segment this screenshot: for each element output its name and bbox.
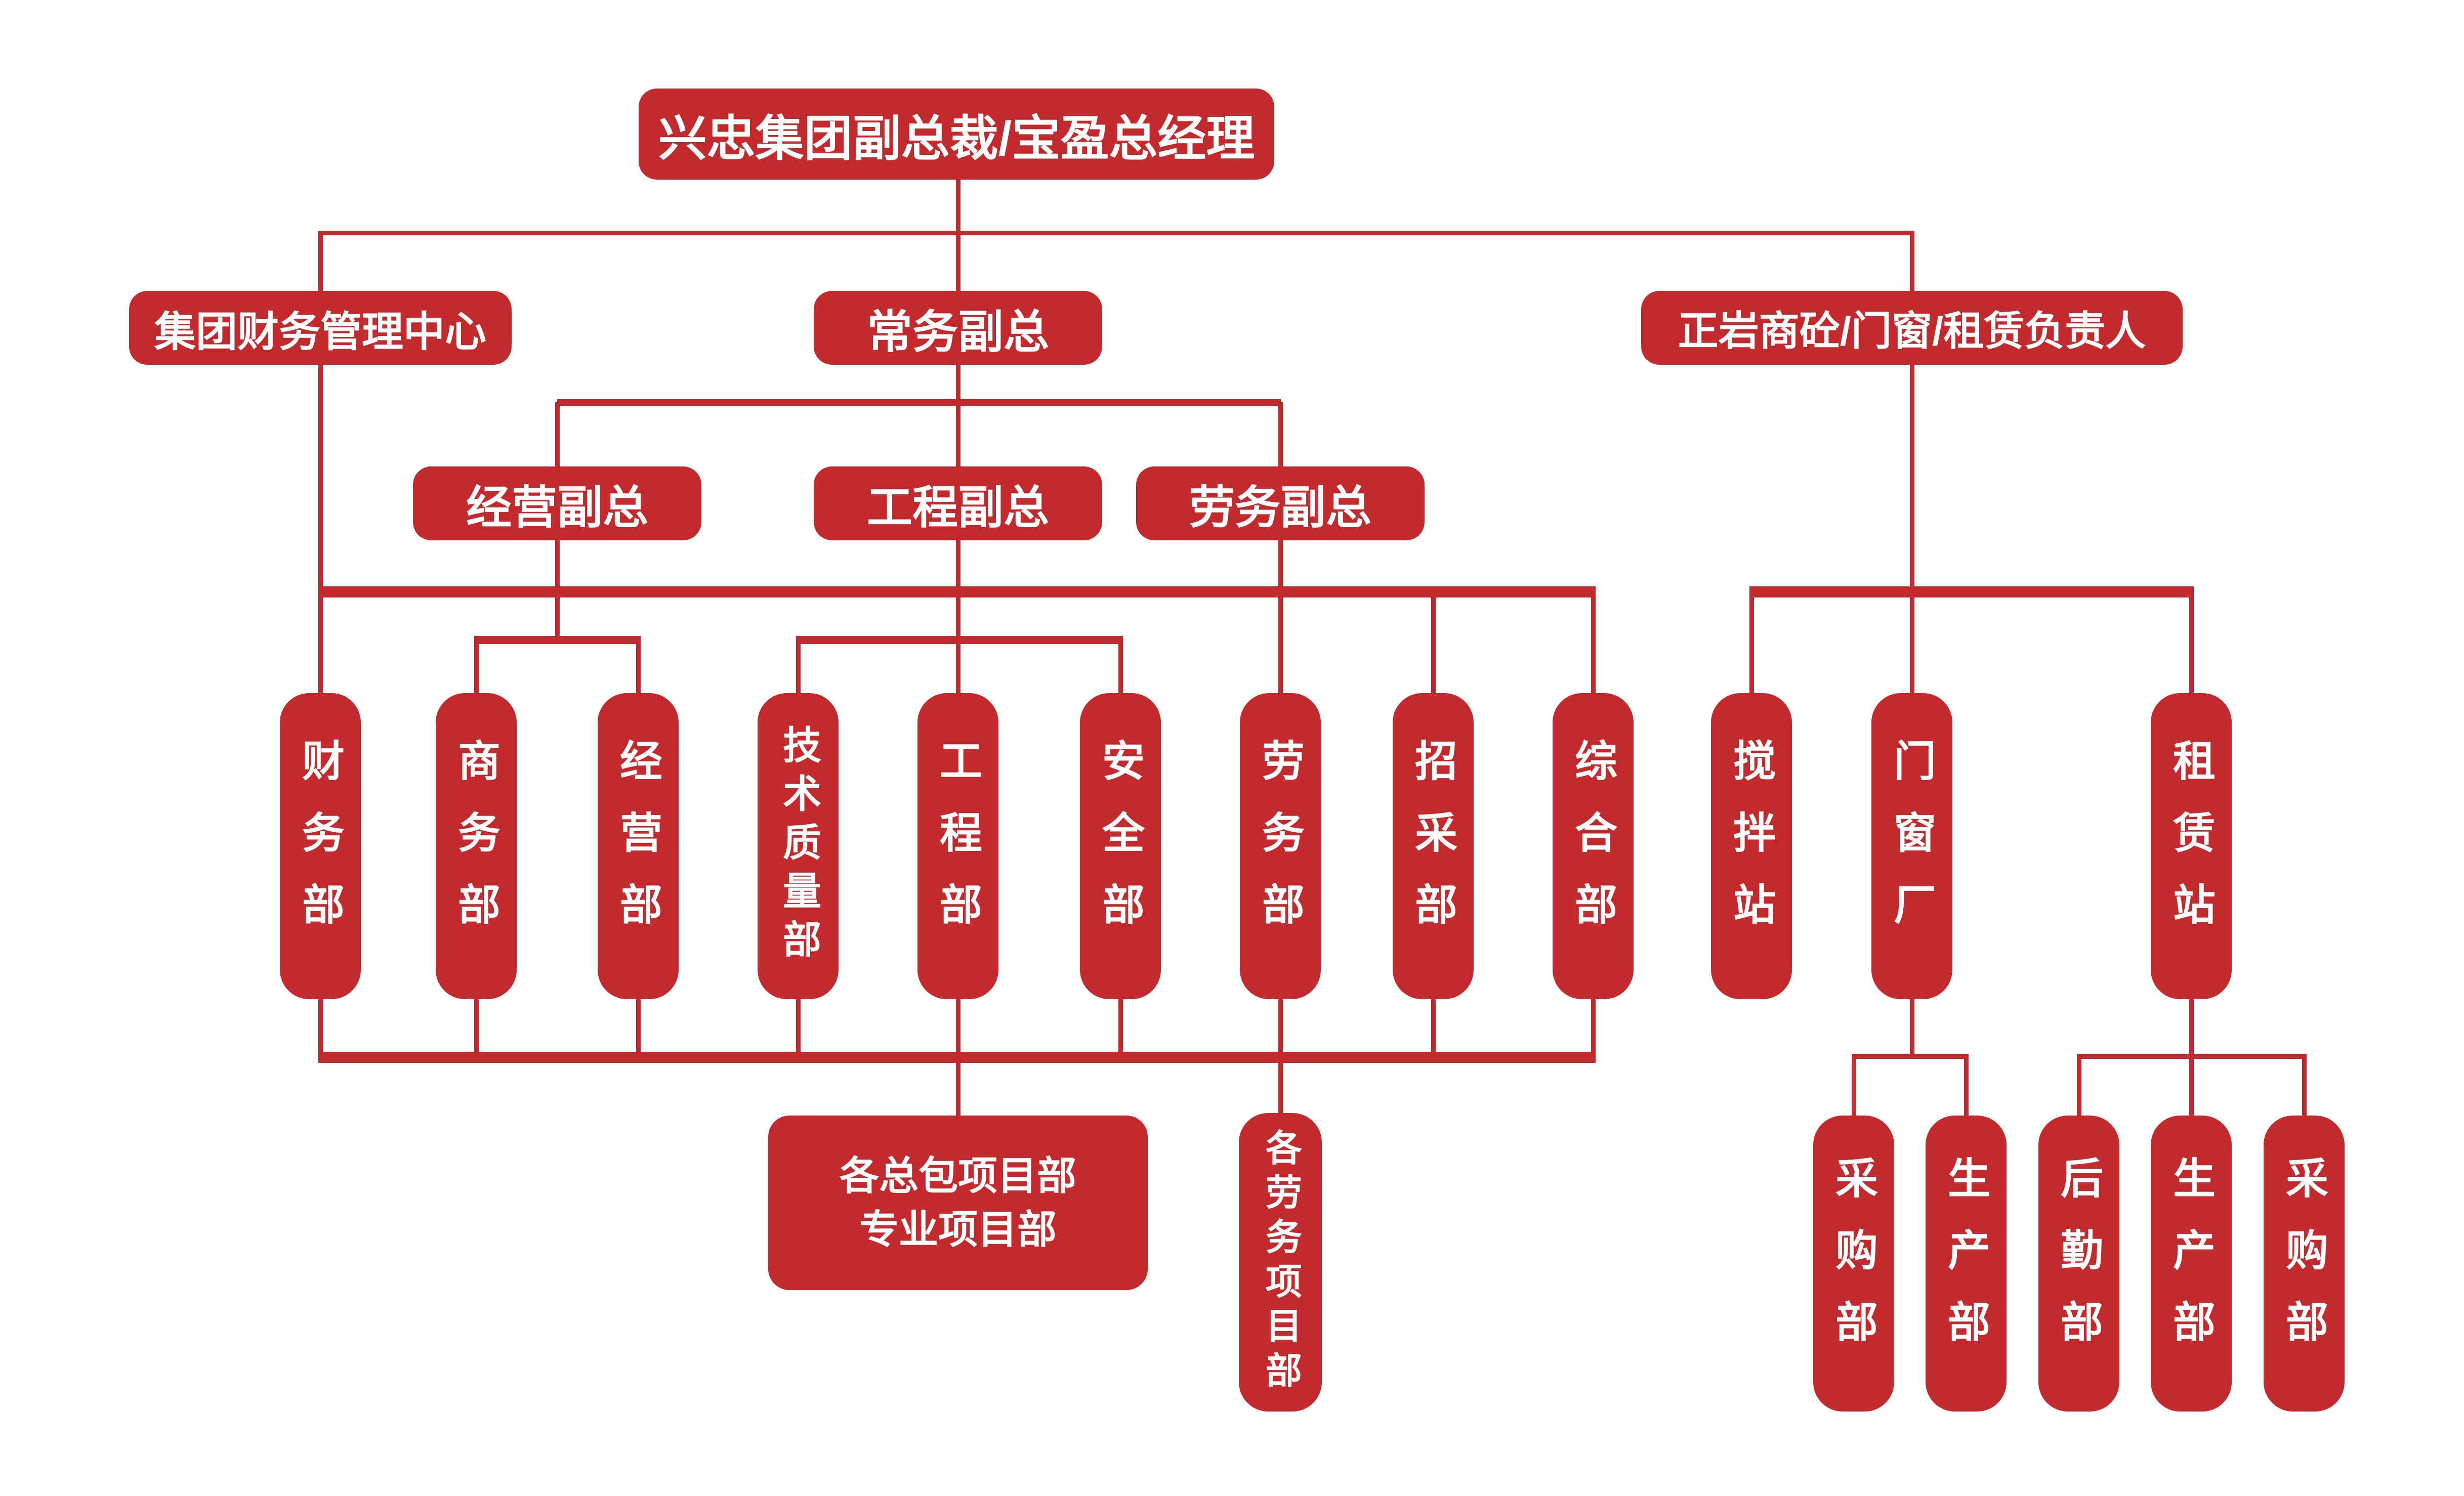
connector-drop-safety-dept (1118, 640, 1123, 693)
connector-drop-techquality-dept (796, 640, 801, 693)
connector-drop-operations-dept (636, 640, 641, 693)
connector-drop-opsvp (555, 402, 560, 466)
node-zl-logistics-dept-label: 后勤部 (2055, 1156, 2103, 1372)
connector-stem-finance-dept-bottom (318, 999, 323, 1057)
connector-stem-procurement-dept-bottom (1431, 999, 1436, 1057)
connector-finance-center-to-bus (318, 364, 323, 592)
connector-stem-techquality-dept-bottom (796, 999, 801, 1057)
connector-drop-finance-center (318, 231, 323, 291)
connector-drop-procurement-dept (1431, 592, 1436, 693)
connector-stem-general-dept-bottom (1591, 999, 1596, 1057)
connector-drop-general-dept (1591, 592, 1596, 693)
node-mc-procurement-dept: 采购部 (1813, 1116, 1894, 1412)
node-mc-production-dept: 生产部 (1926, 1116, 2007, 1412)
connector-drop-laborvp (1278, 402, 1283, 466)
node-mixing-station-label: 搅拌站 (1727, 738, 1775, 954)
node-mixing-station: 搅拌站 (1711, 693, 1792, 999)
node-tech-quality-dept-label: 技术质量部 (777, 724, 820, 968)
connector-leasing-stem-bottom (2189, 999, 2194, 1056)
node-labor-projects-label: 各劳务项目部 (1260, 1129, 1301, 1396)
node-zhengyan-lead: 正岩商砼/门窗/租赁负责人 (1641, 291, 2183, 365)
node-zl-logistics-dept: 后勤部 (2038, 1116, 2119, 1412)
connector-subbar-ops (474, 636, 641, 644)
connector-drop-leasing-station (2189, 592, 2194, 693)
node-eng-vp-label: 工程副总 (867, 483, 1049, 533)
connector-leasing-tbar (2077, 1054, 2307, 1059)
node-ops-vp-label: 经营副总 (466, 483, 648, 533)
node-safety-dept: 安全部 (1080, 693, 1161, 999)
node-standing-vp-label: 常务副总 (867, 307, 1049, 358)
node-operations-dept-label: 经营部 (614, 738, 662, 954)
node-general-contract-projects-line2: 专业项目部 (859, 1207, 1057, 1252)
node-standing-vp: 常务副总 (814, 291, 1102, 365)
node-engineering-dept: 工程部 (917, 693, 998, 999)
node-group-vice-president: 兴忠集团副总裁/宝盈总经理 (639, 89, 1274, 180)
connector-level1-bar (320, 231, 1912, 235)
node-procurement-dept: 招采部 (1393, 693, 1474, 999)
node-tech-quality-dept: 技术质量部 (758, 693, 839, 999)
node-finance-dept-label: 财务部 (296, 738, 344, 954)
node-zl-procurement-dept-label: 采购部 (2280, 1156, 2328, 1372)
node-operations-dept: 经营部 (598, 693, 679, 999)
node-eng-vp: 工程副总 (814, 466, 1102, 540)
connector-drop-zl-production (2189, 1056, 2194, 1116)
node-labor-vp-label: 劳务副总 (1189, 483, 1371, 533)
node-zl-production-dept-label: 生产部 (2167, 1156, 2215, 1372)
node-zl-procurement-dept: 采购部 (2264, 1116, 2345, 1412)
connector-drop-finance-dept (318, 592, 323, 693)
connector-doorwindow-stem-bottom (1910, 999, 1914, 1056)
connector-lower-bus (318, 1052, 1596, 1063)
node-general-affairs-dept: 综合部 (1553, 693, 1634, 999)
node-labor-projects: 各劳务项目部 (1239, 1113, 1322, 1412)
connector-drop-zhengyan (1910, 231, 1914, 291)
node-labor-dept: 劳务部 (1240, 693, 1321, 999)
node-mc-production-dept-label: 生产部 (1942, 1156, 1990, 1372)
connector-root-stem (956, 180, 960, 291)
node-ops-vp: 经营副总 (413, 466, 701, 540)
node-commerce-dept: 商务部 (436, 693, 517, 999)
connector-stem-commerce-dept-bottom (474, 999, 479, 1057)
node-commerce-dept-label: 商务部 (452, 738, 500, 954)
connector-zhengyan-to-rightbar (1910, 364, 1914, 592)
connector-drop-labor-dept (1278, 592, 1283, 693)
node-leasing-station: 租赁站 (2151, 693, 2232, 999)
connector-right-bar (1749, 586, 2194, 597)
node-zl-production-dept: 生产部 (2151, 1116, 2232, 1412)
connector-drop-engvp (956, 402, 960, 466)
connector-stem-safety-dept-bottom (1118, 999, 1123, 1057)
node-labor-vp: 劳务副总 (1136, 466, 1425, 540)
node-general-affairs-dept-label: 综合部 (1569, 738, 1617, 954)
node-zhengyan-lead-label: 正岩商砼/门窗/租赁负责人 (1678, 309, 2146, 354)
connector-subbar-eng (796, 636, 1123, 644)
node-general-contract-projects-line1: 各总包项目部 (839, 1153, 1076, 1199)
connector-engvp-to-engdept (956, 540, 960, 693)
node-safety-dept-label: 安全部 (1096, 738, 1144, 954)
connector-standingvp-stem (956, 364, 960, 405)
node-group-vice-president-label: 兴忠集团副总裁/宝盈总经理 (658, 111, 1255, 166)
connector-level3-bar (557, 399, 1281, 406)
connector-drop-mc-production (1964, 1056, 1969, 1116)
connector-drop-zl-logistics (2077, 1056, 2081, 1116)
connector-doorwindow-tbar (1852, 1054, 1969, 1059)
node-procurement-dept-label: 招采部 (1409, 738, 1457, 954)
node-leasing-station-label: 租赁站 (2167, 738, 2215, 954)
node-door-window-factory-label: 门窗厂 (1888, 738, 1936, 954)
connector-stem-operations-dept-bottom (636, 999, 641, 1057)
node-finance-management-center: 集团财务管理中心 (129, 291, 512, 365)
node-general-contract-projects: 各总包项目部 专业项目部 (768, 1116, 1148, 1290)
connector-drop-commerce-dept (474, 640, 479, 693)
node-finance-management-center-label: 集团财务管理中心 (154, 309, 486, 355)
node-finance-dept: 财务部 (280, 693, 361, 999)
node-labor-dept-label: 劳务部 (1256, 738, 1304, 954)
node-engineering-dept-label: 工程部 (934, 738, 982, 954)
node-door-window-factory: 门窗厂 (1871, 693, 1952, 999)
connector-laborvp-to-bus (1278, 540, 1283, 592)
connector-drop-doorwindow-factory (1910, 592, 1914, 693)
connector-drop-zl-procurement (2302, 1056, 2307, 1116)
connector-main-bus (318, 586, 1596, 597)
connector-drop-mixing-station (1749, 592, 1754, 693)
node-mc-procurement-dept-label: 采购部 (1829, 1156, 1877, 1372)
connector-drop-mc-procurement (1852, 1056, 1856, 1116)
